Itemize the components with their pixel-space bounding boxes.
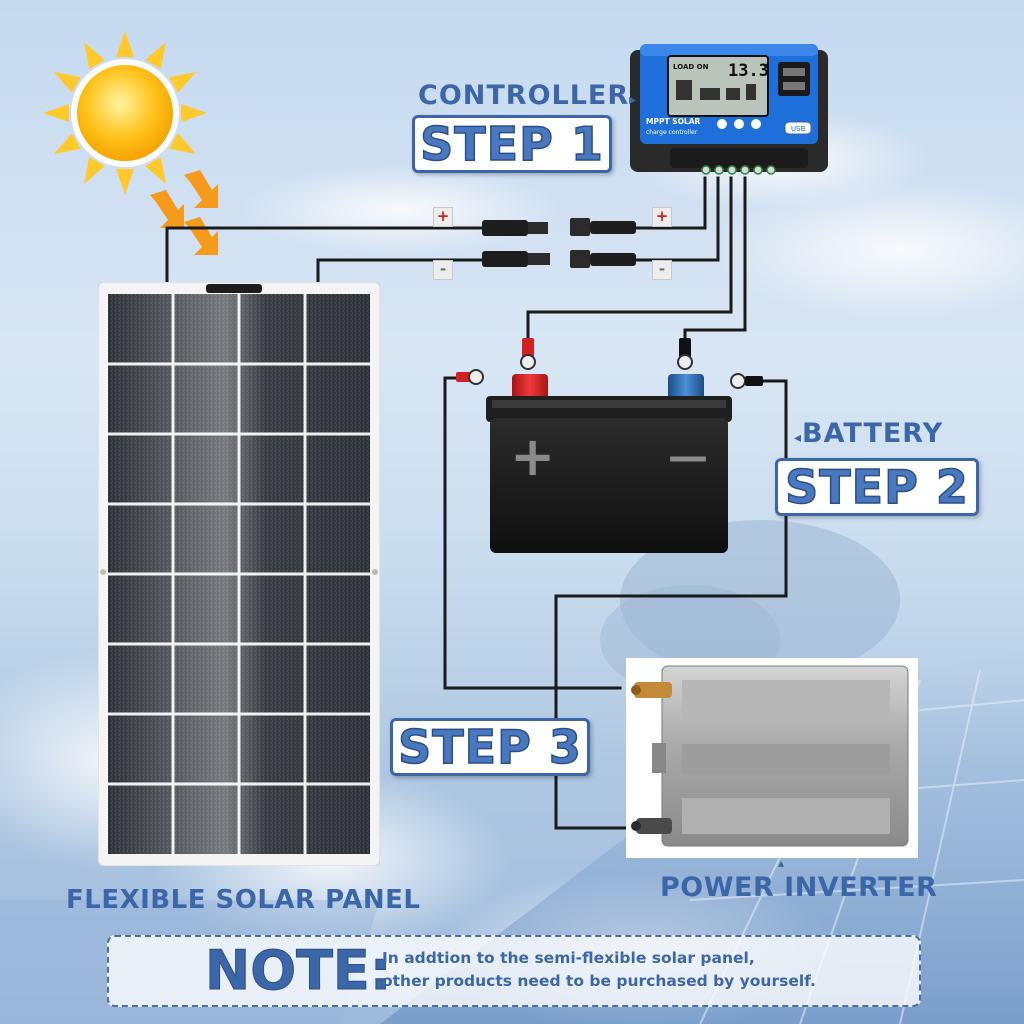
pv-negative-sign-right: - [652,260,672,280]
step-2-badge: STEP 2 [775,458,979,516]
step-2-text: STEP 2 [784,459,969,515]
sun-icon [43,31,207,195]
pv-negative-sign-left: - [433,260,453,280]
battery-minus-symbol: — [668,434,708,480]
solar-panel-label: FLEXIBLE SOLAR PANEL [66,885,421,915]
step-3-text: STEP 3 [397,719,582,775]
panel-positive-wire [165,226,484,292]
controller-battery-positive-wire [526,176,733,342]
note-title: NOTE: [204,939,392,1003]
controller-voltage-readout: 13.3 [728,61,769,81]
note-line-2: other products need to be purchased by y… [382,972,816,990]
inverter-positive-wire [443,376,622,690]
pv-positive-sign-left: + [433,207,453,227]
controller-battery-negative-wire [683,176,747,345]
step-3-badge: STEP 3 [390,718,590,776]
note-line-1: In addtion to the semi-flexible solar pa… [382,949,755,967]
controller-usb-text: USB [791,125,806,133]
controller-subtitle-text: charge controller [646,129,698,136]
controller-voltage-unit: V [763,63,768,70]
controller-label: CONTROLLER▸ [418,80,638,111]
inverter-label: POWER INVERTER [660,872,938,903]
flexible-solar-panel [98,282,380,866]
note-box: NOTE: In addtion to the semi-flexible so… [107,935,921,1007]
inverter-negative-wire [554,379,788,830]
controller-brand-text: MPPT SOLAR [646,117,701,126]
battery-plus-symbol: + [510,425,555,488]
mppt-charge-controller: LOAD ON 13.3 V MPPT SOLAR charge control… [630,44,828,175]
pv-positive-sign-right: + [652,207,672,227]
battery-label: ◂BATTERY [794,418,944,449]
inverter-arrow-icon: ▴ [778,856,786,870]
step-1-text: STEP 1 [419,116,604,172]
controller-load-text: LOAD ON [673,63,709,71]
controller-pv-positive-wire [630,176,707,230]
battery: + — [456,338,763,553]
step-1-badge: STEP 1 [412,115,612,173]
power-inverter [626,658,918,858]
mc4-connectors [482,218,636,268]
